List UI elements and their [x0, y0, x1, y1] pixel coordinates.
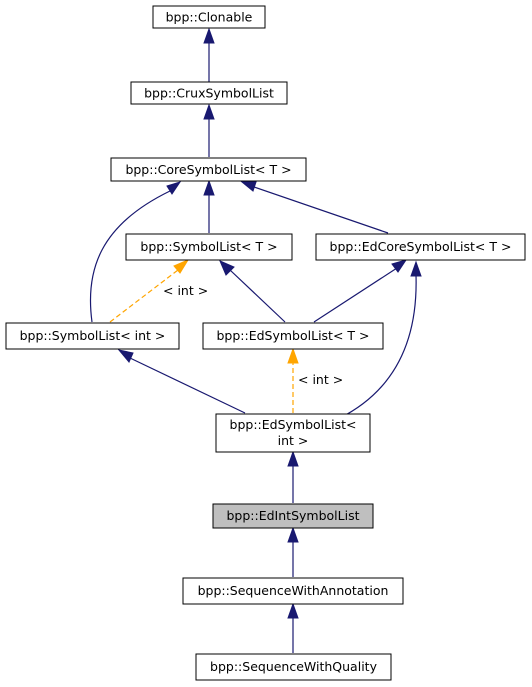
node-ed-int-symbol-list-label: bpp::EdIntSymbolList	[227, 508, 360, 523]
node-ed-symbol-list-t-label: bpp::EdSymbolList< T >	[216, 328, 369, 343]
edge-edsym-t-to-symlist-t	[229, 269, 286, 323]
node-ed-symbol-list-t[interactable]: bpp::EdSymbolList< T >	[202, 322, 384, 350]
edge-edsym-int-to-edcore	[339, 274, 417, 419]
edge-edsym-int-to-symlist-int	[129, 357, 246, 414]
edge-label-int-mid: < int >	[298, 372, 343, 387]
node-symbol-list-int[interactable]: bpp::SymbolList< int >	[5, 322, 180, 350]
node-core-symbol-list-label: bpp::CoreSymbolList< T >	[125, 162, 291, 177]
node-clonable[interactable]: bpp::Clonable	[152, 5, 266, 29]
node-ed-symbol-list-int[interactable]: bpp::EdSymbolList< int >	[215, 413, 371, 453]
node-ed-core-symbol-list-label: bpp::EdCoreSymbolList< T >	[330, 239, 512, 254]
node-sequence-with-quality[interactable]: bpp::SequenceWithQuality	[195, 653, 392, 681]
node-symbol-list-t[interactable]: bpp::SymbolList< T >	[125, 233, 293, 261]
node-ed-symbol-list-int-label-line1: bpp::EdSymbolList<	[230, 417, 357, 432]
node-clonable-label: bpp::Clonable	[166, 10, 253, 25]
arrowhead-edcore-from-edsym-t	[391, 259, 408, 273]
edge-symlist-int-to-symlist-t	[109, 269, 179, 323]
edges	[89, 27, 422, 653]
arrowhead-symlist-t-from-edsym-t	[219, 260, 235, 276]
node-symbol-list-int-label: bpp::SymbolList< int >	[20, 328, 166, 343]
node-sequence-with-annotation[interactable]: bpp::SequenceWithAnnotation	[182, 577, 404, 605]
node-sequence-with-quality-label: bpp::SequenceWithQuality	[210, 659, 378, 674]
node-ed-symbol-list-int-label-line2: int >	[278, 433, 309, 448]
arrowhead-edsym-int	[287, 450, 299, 467]
arrowhead-edcore-from-edsym-int	[410, 260, 422, 277]
arrowhead-edint	[287, 526, 299, 543]
arrowhead-edsym-t-template	[287, 347, 299, 364]
node-core-symbol-list[interactable]: bpp::CoreSymbolList< T >	[110, 157, 307, 182]
arrowhead-core-from-symlist-t	[203, 179, 215, 196]
arrowhead-seqann	[287, 602, 299, 619]
edge-label-int-left: < int >	[163, 283, 208, 298]
node-ed-core-symbol-list[interactable]: bpp::EdCoreSymbolList< T >	[315, 233, 526, 261]
node-crux-symbol-list[interactable]: bpp::CruxSymbolList	[130, 81, 288, 105]
node-crux-symbol-list-label: bpp::CruxSymbolList	[144, 86, 274, 101]
arrowhead-symlist-int	[117, 349, 134, 363]
arrowhead-symlist-t-template	[173, 258, 190, 274]
edge-symlist-int-to-core	[89, 190, 171, 323]
node-ed-int-symbol-list[interactable]: bpp::EdIntSymbolList	[212, 503, 374, 529]
edge-edcore-to-core	[253, 186, 389, 234]
arrowhead-crux	[203, 103, 215, 120]
arrowhead-clonable	[203, 27, 215, 44]
edge-edsym-t-to-edcore	[313, 267, 398, 323]
node-symbol-list-t-label: bpp::SymbolList< T >	[140, 239, 277, 254]
arrowhead-core-from-edcore	[240, 181, 257, 192]
arrowhead-core-from-symlist-int	[166, 181, 182, 195]
node-sequence-with-annotation-label: bpp::SequenceWithAnnotation	[198, 583, 389, 598]
